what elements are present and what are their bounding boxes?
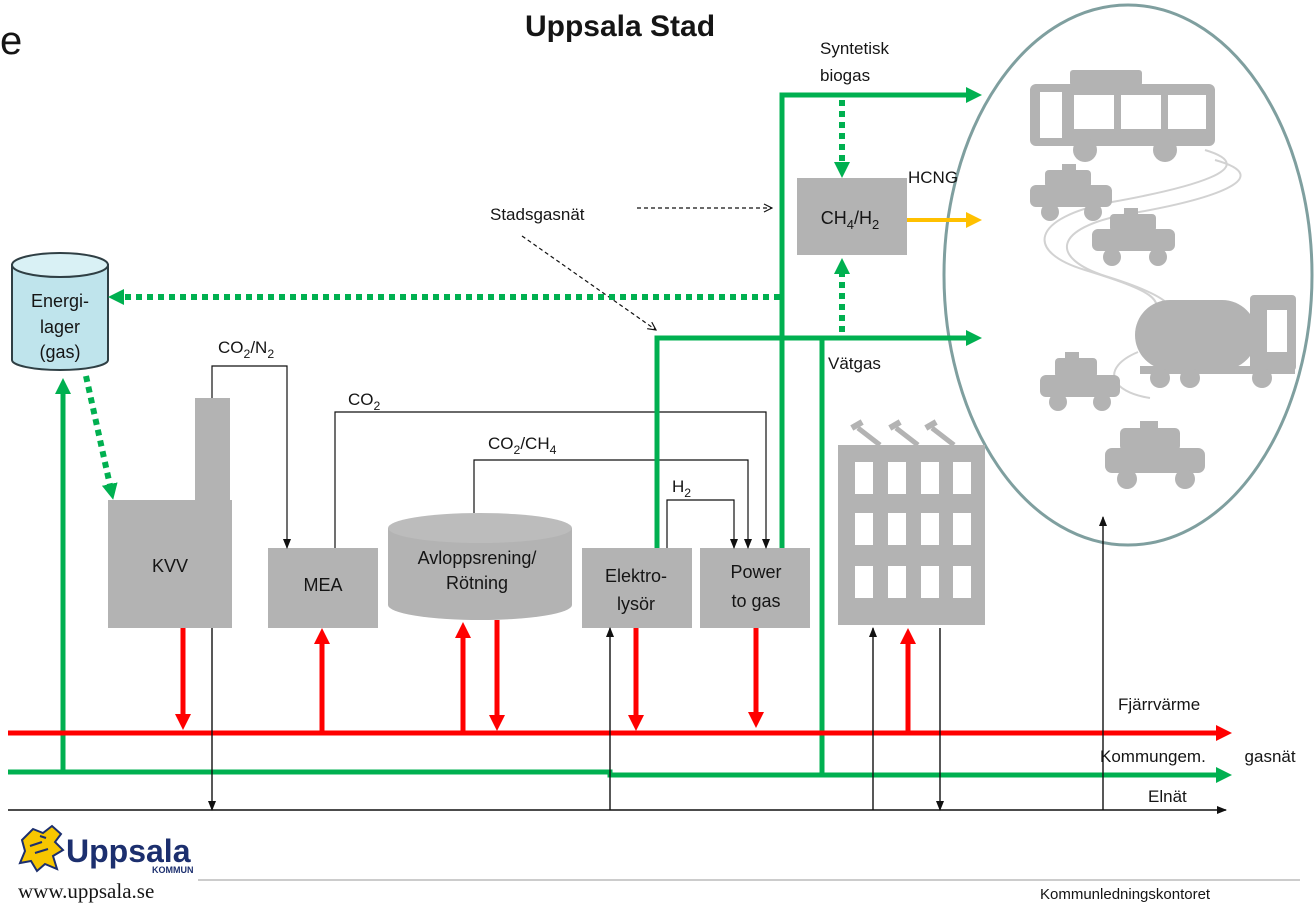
bus-icon (1030, 70, 1215, 162)
co2-line (334, 411, 770, 549)
fjarrvarme-label: Fjärrvärme (1118, 695, 1200, 714)
car-icon (1040, 352, 1120, 411)
electricity-flows (8, 516, 1227, 814)
energilager-label-line1: Energi- (31, 291, 89, 311)
h2-label: H2 (672, 477, 691, 500)
ch4-h2-label: CH4/H2 (821, 208, 879, 232)
district-heating-flows (8, 620, 1232, 741)
energilager-label-line3: (gas) (39, 342, 80, 362)
website-url: www.uppsala.se (18, 879, 154, 903)
ch4-h2-mixer-box: CH4/H2 (797, 178, 907, 255)
power-to-gas-label-line1: Power (730, 562, 781, 582)
power-to-gas-label-line2: to gas (731, 591, 780, 611)
tanker-truck-icon (1135, 295, 1296, 388)
transport-vehicles-group (942, 3, 1314, 547)
elektrolysor-label-line1: Elektro- (605, 566, 667, 586)
apartment-building-icon (838, 419, 985, 625)
stadsgasnat-label: Stadsgasnät (490, 205, 585, 224)
stadsgasnat-pointers (521, 208, 772, 330)
syntetisk-label: Syntetisk (820, 39, 889, 58)
co2-label: CO2 (348, 390, 381, 413)
elnat-label: Elnät (1148, 787, 1187, 806)
process-lines (211, 365, 770, 549)
gasnat-line (8, 767, 1232, 783)
edge-text-fragment: e (0, 19, 22, 63)
hcng-label: HCNG (908, 168, 958, 187)
mea-label: MEA (303, 575, 342, 595)
elektrolysor-label-line2: lysör (617, 594, 655, 614)
biogas-label: biogas (820, 66, 870, 85)
co2-n2-line (211, 365, 291, 549)
mea-box: MEA (268, 548, 378, 628)
energilager-gas-storage: Energi- lager (gas) (11, 252, 109, 371)
vatgas-arrow (654, 330, 982, 548)
kvv-plant: KVV (108, 398, 232, 628)
elektrolysor-box: Elektro- lysör (582, 548, 692, 628)
stadsgasnat-pointer-arrow (521, 235, 656, 330)
avlopp-label-line2: Rötning (446, 573, 508, 593)
kvv-label: KVV (152, 556, 188, 576)
uppsala-kommun-logo: Uppsala KOMMUN (18, 824, 194, 875)
co2-n2-label: CO2/N2 (218, 338, 274, 361)
diagram-title: Uppsala Stad (525, 10, 715, 43)
co2-ch4-line (473, 459, 752, 549)
energilager-to-kvv-dotted-arrow (83, 375, 118, 500)
kvv-chimney (195, 398, 230, 502)
gasnat-label: Kommungem. gasnät (1100, 747, 1296, 766)
car-icon (1105, 421, 1205, 489)
car-icon (1092, 208, 1175, 266)
lion-icon (18, 824, 65, 873)
syntetisk-biogas-arrow (779, 87, 982, 548)
department-name: Kommunledningskontoret (1040, 886, 1211, 903)
logo-wordmark: Uppsala (66, 833, 191, 869)
energilager-label-line2: lager (40, 317, 80, 337)
car-icon (1030, 164, 1112, 221)
avloppsrening-rotning-tank: Avloppsrening/ Rötning (388, 513, 572, 620)
vatgas-label: Vätgas (828, 354, 881, 373)
h2-line (666, 499, 738, 549)
avlopp-label-line1: Avloppsrening/ (418, 548, 537, 568)
logo-subtext: KOMMUN (152, 865, 194, 875)
power-to-gas-box: Power to gas (700, 548, 810, 628)
co2-ch4-label: CO2/CH4 (488, 434, 557, 457)
